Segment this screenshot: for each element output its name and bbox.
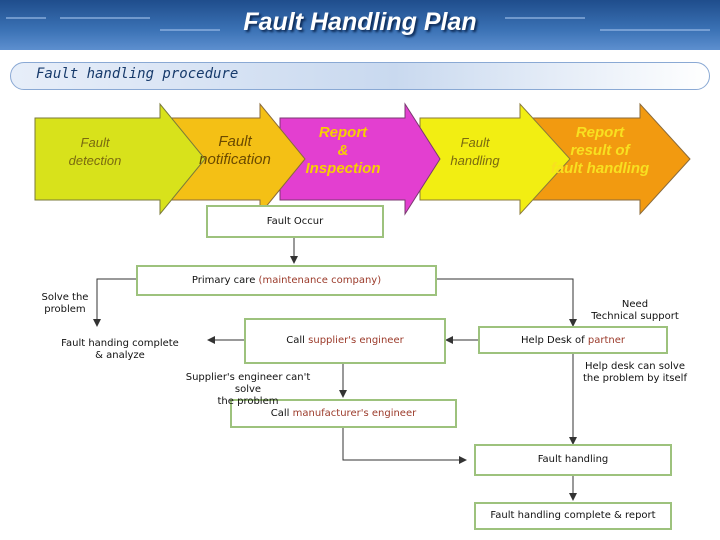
primary-care-box xyxy=(136,265,437,296)
header-decoration xyxy=(60,17,150,19)
fault-handling-box xyxy=(474,444,672,476)
stage-arrow-4 xyxy=(419,102,571,216)
header-decoration xyxy=(600,29,710,31)
stage-arrow-2 xyxy=(159,102,306,216)
help-desk-label: Help Desk of partner xyxy=(521,335,625,346)
help-desk-box xyxy=(478,326,668,354)
call-manufacturer-box xyxy=(230,399,457,428)
primary-care-label: Primary care (maintenance company) xyxy=(191,275,382,286)
fault-handling-label: Fault handling xyxy=(537,454,609,465)
header-decoration xyxy=(505,17,585,19)
call-supplier-box xyxy=(244,318,446,364)
subtitle-bar xyxy=(10,62,710,90)
stage-arrow-1 xyxy=(34,102,206,216)
complete-analyze-text: Fault handing complete& analyze xyxy=(61,338,179,361)
call-manufacturer-label: Call manufacturer's engineer xyxy=(270,408,417,419)
page-title: Fault Handling Plan xyxy=(243,8,477,36)
page-subtitle: Fault handling procedure xyxy=(36,66,239,82)
stage-arrow-3 xyxy=(279,102,441,216)
stage-arrow-5 xyxy=(519,102,691,216)
header-bar xyxy=(0,0,720,50)
stage-label-report-inspection: Report&Inspection xyxy=(305,124,381,177)
header-decoration xyxy=(160,29,220,31)
complete-report-box xyxy=(474,502,672,530)
header-decoration xyxy=(6,17,46,19)
fault-occur-box xyxy=(206,205,384,238)
complete-report-label: Fault handling complete & report xyxy=(490,510,656,521)
call-supplier-label: Call supplier's engineer xyxy=(286,335,404,346)
fault-occur-label: Fault Occur xyxy=(266,216,324,227)
